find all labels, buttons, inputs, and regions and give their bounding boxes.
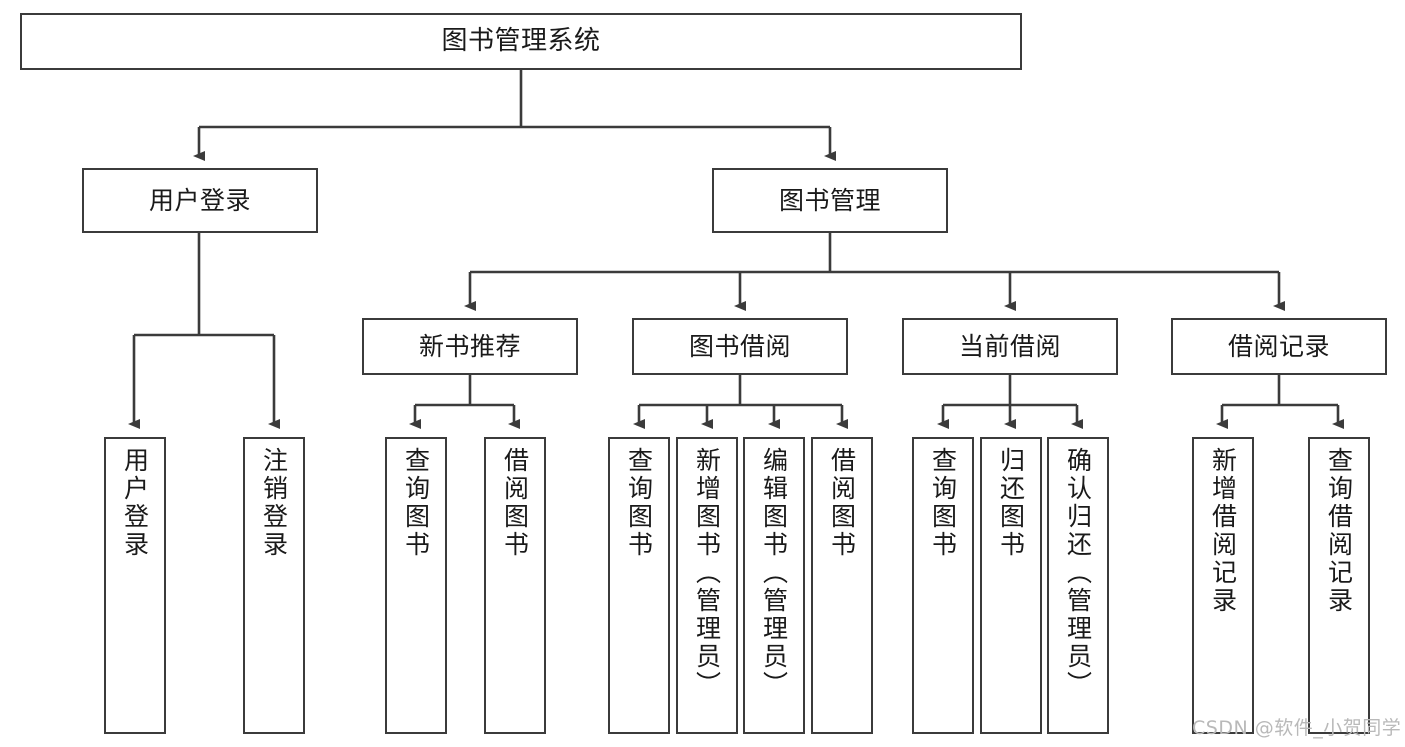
node-label: 用户登录 bbox=[148, 185, 251, 215]
node-label: 查询图书 bbox=[928, 447, 958, 559]
node-label: 注销登录 bbox=[259, 447, 289, 559]
node-label: 新书推荐 bbox=[418, 331, 521, 361]
leaf-user-login-signout[interactable]: 注销登录 bbox=[243, 437, 305, 734]
node-label: 借阅图书 bbox=[500, 447, 530, 559]
leaf-book-borrow-add-admin[interactable]: 新增图书（管理员） bbox=[676, 437, 738, 734]
node-new-book-recommend[interactable]: 新书推荐 bbox=[362, 318, 578, 375]
node-label: 查询图书 bbox=[624, 447, 654, 559]
node-book-management[interactable]: 图书管理 bbox=[712, 168, 948, 233]
leaf-borrow-record-add[interactable]: 新增借阅记录 bbox=[1192, 437, 1254, 734]
node-label: 查询借阅记录 bbox=[1324, 447, 1354, 615]
node-label: 用户登录 bbox=[120, 447, 150, 559]
leaf-book-borrow-edit-admin[interactable]: 编辑图书（管理员） bbox=[743, 437, 805, 734]
node-label: 查询图书 bbox=[401, 447, 431, 559]
leaf-book-borrow-borrow[interactable]: 借阅图书 bbox=[811, 437, 873, 734]
node-book-borrow[interactable]: 图书借阅 bbox=[632, 318, 848, 375]
node-label: 图书管理 bbox=[778, 185, 881, 215]
csdn-watermark: CSDN @软件_小贺同学 bbox=[1192, 717, 1402, 739]
leaf-new-book-query[interactable]: 查询图书 bbox=[385, 437, 447, 734]
node-label: 归还图书 bbox=[996, 447, 1026, 559]
node-label: 编辑图书（管理员） bbox=[759, 447, 789, 699]
node-current-borrow[interactable]: 当前借阅 bbox=[902, 318, 1118, 375]
leaf-book-borrow-query[interactable]: 查询图书 bbox=[608, 437, 670, 734]
node-label: 当前借阅 bbox=[958, 331, 1061, 361]
node-label: 确认归还（管理员） bbox=[1063, 447, 1093, 699]
node-label: 借阅记录 bbox=[1227, 331, 1330, 361]
node-label: 图书管理系统 bbox=[441, 26, 601, 57]
node-label: 借阅图书 bbox=[827, 447, 857, 559]
leaf-user-login-signin[interactable]: 用户登录 bbox=[104, 437, 166, 734]
node-user-login[interactable]: 用户登录 bbox=[82, 168, 318, 233]
leaf-current-borrow-confirm-admin[interactable]: 确认归还（管理员） bbox=[1047, 437, 1109, 734]
leaf-current-borrow-query[interactable]: 查询图书 bbox=[912, 437, 974, 734]
leaf-new-book-borrow[interactable]: 借阅图书 bbox=[484, 437, 546, 734]
node-label: 图书借阅 bbox=[688, 331, 791, 361]
node-label: 新增借阅记录 bbox=[1208, 447, 1238, 615]
leaf-current-borrow-return[interactable]: 归还图书 bbox=[980, 437, 1042, 734]
node-label: 新增图书（管理员） bbox=[692, 447, 722, 699]
leaf-borrow-record-query[interactable]: 查询借阅记录 bbox=[1308, 437, 1370, 734]
node-root-book-management-system[interactable]: 图书管理系统 bbox=[20, 13, 1022, 70]
node-borrow-record[interactable]: 借阅记录 bbox=[1171, 318, 1387, 375]
